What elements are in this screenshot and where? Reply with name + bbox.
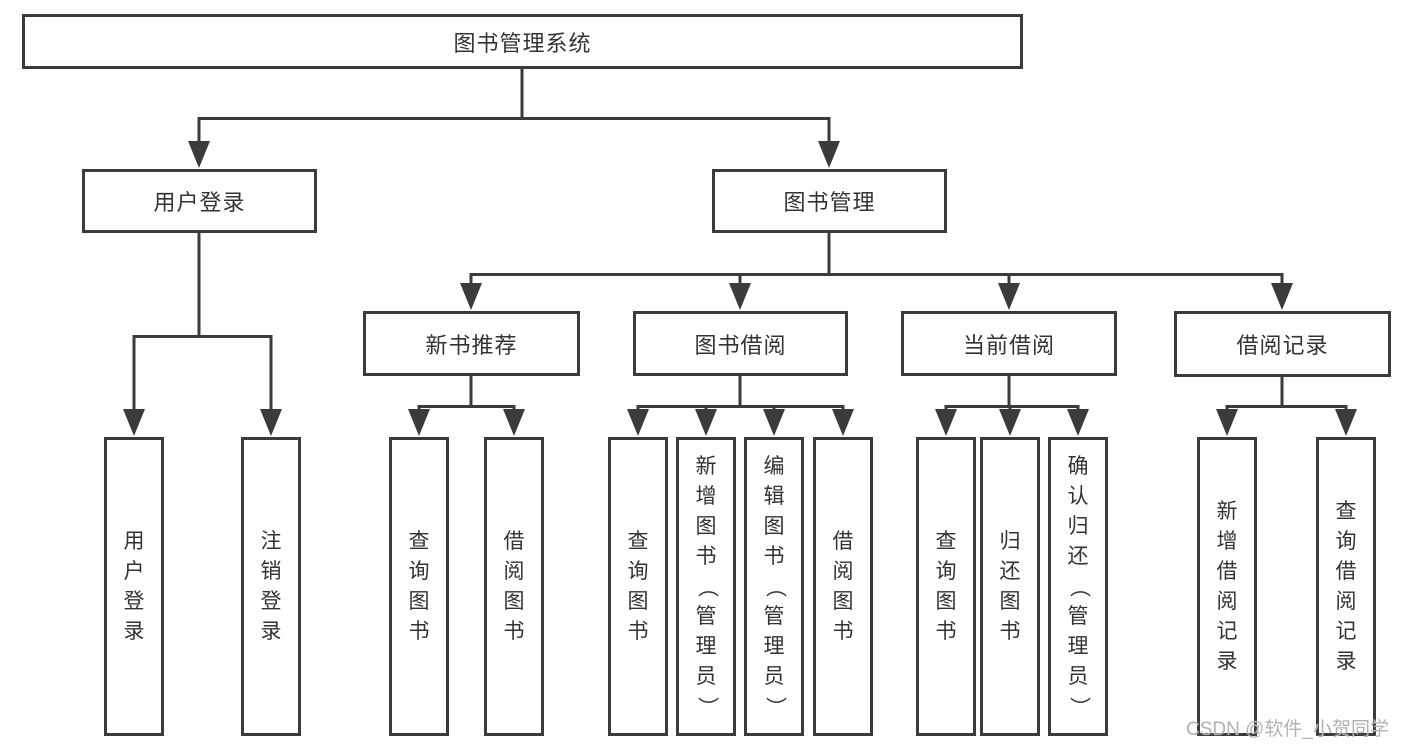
leaf-add-borrow-record-label: 新增借阅记录 [1216, 499, 1238, 673]
leaf-add-books-admin-label: 新增图书（管理员） [695, 454, 718, 718]
book-management-node-label: 图书管理 [783, 190, 876, 215]
leaf-logout-label: 注销登录 [260, 529, 282, 643]
leaf-logout: 注销登录 [241, 437, 301, 736]
borrow-record-label: 借阅记录 [1236, 333, 1329, 358]
book-borrow-label: 图书借阅 [694, 332, 787, 358]
leaf-query-books-borrow-label: 查询图书 [627, 529, 649, 643]
leaf-borrow-books-label: 借阅图书 [832, 529, 854, 643]
leaf-query-borrow-record: 查询借阅记录 [1316, 437, 1376, 736]
root-node-label: 图书管理系统 [453, 30, 592, 56]
book-borrow-node: 图书借阅 [633, 311, 848, 376]
leaf-query-books-current: 查询图书 [916, 437, 976, 736]
new-book-recommend-node: 新书推荐 [363, 311, 580, 376]
leaf-query-books-borrow: 查询图书 [608, 437, 668, 736]
leaf-query-borrow-record-label: 查询借阅记录 [1335, 499, 1357, 673]
leaf-add-books-admin: 新增图书（管理员） [676, 437, 736, 736]
leaf-add-borrow-record: 新增借阅记录 [1197, 437, 1257, 736]
leaf-borrow-books-recommend: 借阅图书 [484, 437, 544, 736]
watermark-text: CSDN @软件_小贺同学 [1186, 719, 1389, 740]
leaf-query-books-recommend-label: 查询图书 [408, 529, 430, 643]
book-management-node: 图书管理 [712, 169, 947, 233]
leaf-edit-books-admin-label: 编辑图书（管理员） [763, 454, 786, 718]
borrow-record-node: 借阅记录 [1174, 311, 1391, 377]
leaf-query-books-current-label: 查询图书 [935, 529, 957, 643]
connector-shafts [132, 69, 1348, 413]
leaf-return-books: 归还图书 [980, 437, 1040, 736]
leaf-borrow-books: 借阅图书 [813, 437, 873, 736]
user-login-node: 用户登录 [82, 169, 317, 233]
leaf-confirm-return-admin: 确认归还（管理员） [1048, 437, 1108, 736]
leaf-return-books-label: 归还图书 [999, 529, 1021, 643]
new-book-recommend-label: 新书推荐 [425, 332, 518, 358]
leaf-borrow-books-recommend-label: 借阅图书 [503, 529, 525, 643]
leaf-query-books-recommend: 查询图书 [389, 437, 449, 736]
leaf-confirm-return-admin-label: 确认归还（管理员） [1067, 454, 1090, 718]
current-borrow-node: 当前借阅 [901, 311, 1117, 376]
current-borrow-label: 当前借阅 [962, 332, 1055, 358]
arrowhead-icons [123, 141, 1357, 436]
leaf-user-login-label: 用户登录 [123, 529, 145, 643]
user-login-node-label: 用户登录 [153, 190, 246, 215]
leaf-edit-books-admin: 编辑图书（管理员） [744, 437, 804, 736]
leaf-user-login: 用户登录 [104, 437, 164, 736]
root-node: 图书管理系统 [22, 14, 1023, 69]
